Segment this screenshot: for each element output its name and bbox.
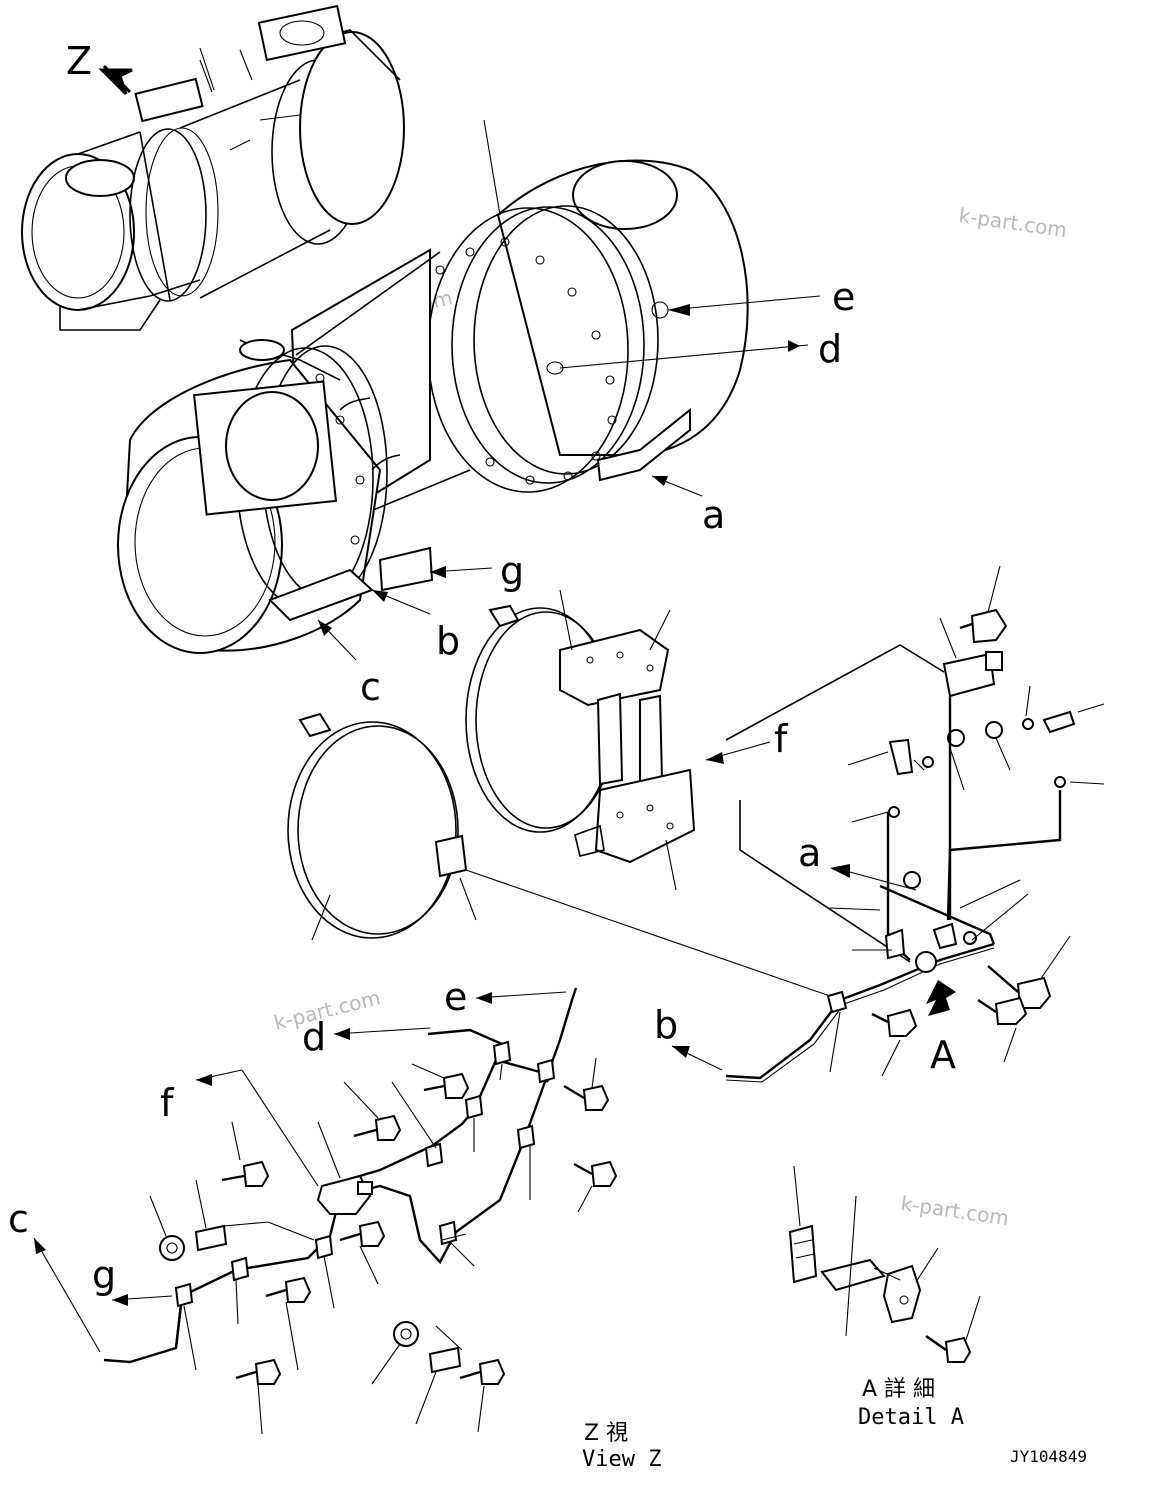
view-z-harness <box>103 987 618 1435</box>
leader-line <box>199 47 215 91</box>
arrow-icon <box>112 1294 128 1306</box>
detail-a-marker: A <box>930 1033 956 1077</box>
callout-d-viewz: d <box>302 1015 326 1059</box>
callout-f-viewz: f <box>160 1081 175 1125</box>
leader-line <box>665 839 677 891</box>
view-z-arrow-icon <box>98 64 133 96</box>
callout-b-harness: b <box>654 1003 678 1047</box>
callout-e: e <box>832 275 855 319</box>
arrow-icon <box>196 1074 212 1086</box>
leader-line <box>459 877 477 921</box>
view-z-marker: Z <box>66 39 92 83</box>
leader-line <box>483 119 501 216</box>
leader-line <box>311 894 331 941</box>
arrow-icon <box>334 1028 350 1040</box>
arrow-icon <box>706 752 724 764</box>
watermark: k-part.com <box>957 203 1068 242</box>
callout-g: g <box>500 549 524 593</box>
leader-line <box>649 609 671 651</box>
arrow-icon <box>476 992 492 1004</box>
arrow-icon <box>318 620 332 636</box>
callout-b: b <box>436 619 460 663</box>
callout-f: f <box>774 717 789 761</box>
arrow-icon <box>672 1046 690 1058</box>
callout-g-viewz: g <box>92 1253 116 1297</box>
callout-c-viewz: c <box>8 1197 29 1241</box>
clamp-band-with-bracket <box>465 604 696 864</box>
leader-line <box>559 589 573 651</box>
watermark: k-part.com <box>899 1191 1010 1230</box>
callout-a: a <box>702 493 725 537</box>
clamp-band <box>287 712 468 939</box>
callout-c: c <box>360 665 381 709</box>
sensor-assembly <box>465 565 1105 1083</box>
detail-a-arrow-icon <box>926 980 956 1016</box>
detail-a-caption-en: Detail A <box>858 1405 964 1430</box>
leader-line <box>33 1237 101 1353</box>
callout-e-viewz: e <box>444 975 467 1019</box>
view-z-caption-jp: Z 視 <box>584 1421 628 1446</box>
callout-d: d <box>818 327 842 371</box>
leader-line <box>667 295 821 311</box>
arrow-icon <box>788 340 800 352</box>
arrow-icon <box>668 304 690 316</box>
watermark: k-part.com <box>271 985 382 1035</box>
detail-a-parts <box>788 1165 981 1363</box>
leader-line <box>559 344 809 369</box>
arrow-icon <box>652 476 668 486</box>
arrow-icon <box>34 1238 46 1254</box>
drawing-number: JY104849 <box>1010 1447 1087 1466</box>
arrow-icon <box>430 566 446 578</box>
view-z-caption-en: View Z <box>582 1447 661 1472</box>
callout-a-harness: a <box>798 831 821 875</box>
arrow-icon <box>830 864 850 878</box>
overview-muffler <box>21 4 405 331</box>
main-muffler <box>117 159 749 654</box>
arrow-icon <box>372 590 388 602</box>
detail-a-caption-jp: A 詳 細 <box>862 1377 935 1402</box>
leader-line <box>849 871 917 891</box>
